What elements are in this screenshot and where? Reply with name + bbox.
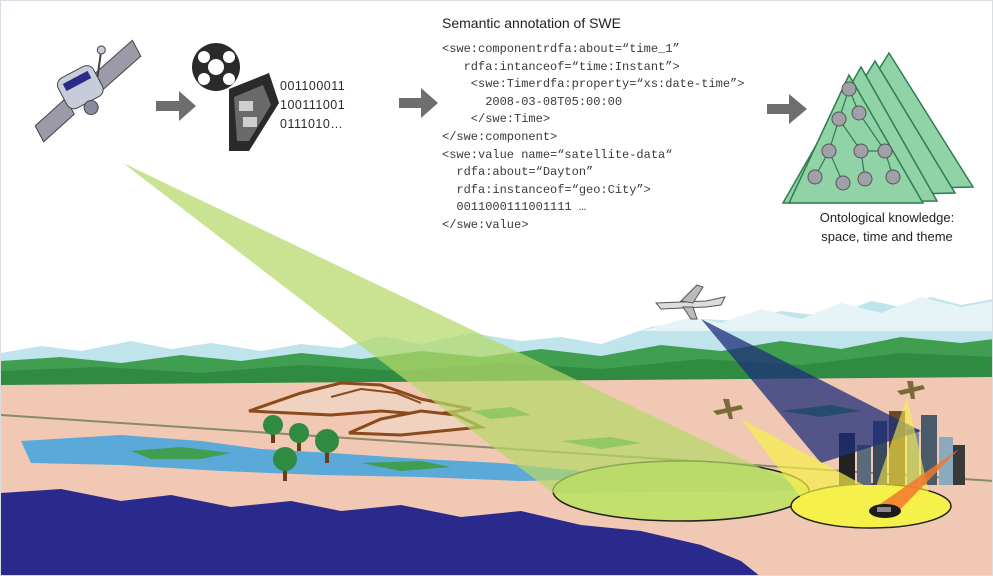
tree-icon [273,447,297,481]
code-line: rdfa:intanceof=“time:Instant”> [442,59,680,74]
code-line: <swe:componentrdfa:about=“time_1” [442,42,680,56]
vehicle-icon [869,504,901,518]
binary-line: 100111001 [280,98,346,112]
ontology-caption-line: Ontological knowledge: [819,210,955,225]
aircraft-icon [897,381,925,399]
code-line: 0011000111001111 … [442,200,587,215]
ontology-caption-line: space, time and theme [821,229,953,244]
vehicle-beam [873,449,959,517]
code-line: rdfa:about=“Dayton” [442,165,594,180]
tree-icon [315,429,339,463]
ontology-graph-icon [781,51,975,204]
drone-icon [654,284,726,320]
arrow-right-icon [399,88,438,118]
ocean [1,489,759,575]
trees [263,415,339,481]
swe-annotation-code: <swe:componentrdfa:about=“time_1” rdfa:i… [442,41,744,235]
code-line: rdfa:instanceof=“geo:City”> [442,182,651,197]
arrow-right-icon [156,91,196,121]
satellite-beam [123,163,809,493]
code-line: <swe:value name=“satellite-data“ [442,147,673,162]
aircraft-beam-right [871,397,931,501]
binary-data: 001100011 100111001 0111010… [280,77,345,134]
code-line: <swe:Timerdfa:property=“xs:date-time”> [442,77,745,92]
code-line: </swe:component> [442,129,558,144]
ontology-caption: Ontological knowledge: space, time and t… [787,208,987,246]
aircraft-icon [713,399,743,419]
annotation-title: Semantic annotation of SWE [442,15,621,31]
code-line: 2008-03-08T05:00:00 [442,94,623,109]
arrow-right-icon [767,94,807,124]
code-line: </swe:value> [442,217,529,232]
tree-icon [289,423,309,451]
binary-line: 001100011 [280,79,346,93]
binary-line: 0111010… [280,117,344,131]
drone-beam [701,319,921,463]
satellite-icon [34,39,142,143]
tree-icon [263,415,283,443]
aircraft-beam-left [741,419,871,511]
code-line: </swe:Time> [442,112,551,127]
film-reel-icon [192,43,279,151]
